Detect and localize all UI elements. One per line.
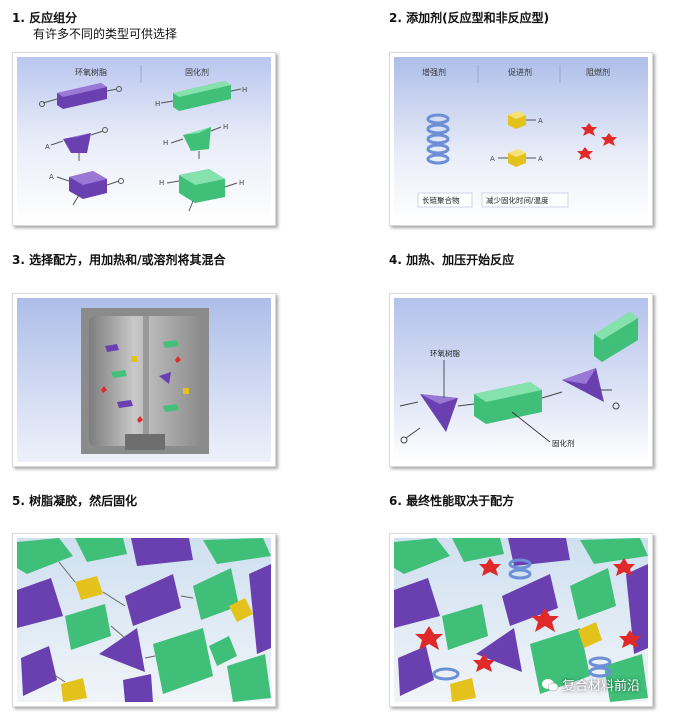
step-1-subtitle: 有许多不同的类型可供选择	[33, 27, 178, 41]
panel-final-properties: 复合材料前沿	[389, 533, 653, 707]
reacting-chain	[399, 312, 638, 444]
panel-mixing	[12, 293, 276, 467]
step-5-title: 5. 树脂凝胶，然后固化	[12, 494, 138, 508]
label-hardener: 固化剂	[185, 67, 209, 77]
accelerator-molecule-1: A	[508, 111, 543, 129]
wechat-icon	[541, 678, 558, 692]
resin-molecule-tetrafunctional: A	[49, 171, 124, 206]
step-3-title: 3. 选择配方，用加热和/或溶剂将其混合	[12, 253, 226, 267]
mixing-vessel	[81, 308, 209, 454]
label-reduce-cure-time: 减少固化时间/温度	[486, 195, 549, 205]
svg-text:A: A	[45, 143, 50, 151]
flame-retardant-molecules	[577, 123, 617, 160]
polymer-chain-spring	[426, 113, 450, 165]
cured-network	[17, 538, 271, 702]
label-reinforcer: 增强剂	[422, 67, 446, 77]
svg-text:A: A	[538, 155, 543, 163]
svg-text:H: H	[155, 100, 160, 108]
watermark-text: 复合材料前沿	[561, 679, 640, 694]
svg-text:A: A	[490, 155, 495, 163]
label-hardener-reacting: 固化剂	[552, 438, 575, 448]
label-accelerator: 促进剂	[508, 67, 532, 77]
mixture-molecules	[101, 340, 189, 423]
panel-gel-cure	[12, 533, 276, 707]
hardener-molecule-tetrafunctional: H H	[159, 169, 244, 212]
label-epoxy-resin: 环氧树脂	[75, 67, 107, 77]
final-network	[394, 538, 648, 702]
panel-reaction-start: 环氧树脂 固化剂	[389, 293, 653, 467]
hardener-molecule-linear: H H	[155, 81, 247, 111]
svg-text:H: H	[223, 123, 228, 131]
watermark: 复合材料前沿	[541, 675, 640, 694]
step-1-title: 1. 反应组分	[12, 11, 78, 25]
svg-text:A: A	[538, 117, 543, 125]
svg-text:H: H	[239, 179, 244, 187]
step-4-title: 4. 加热、加压开始反应	[389, 253, 515, 267]
svg-text:H: H	[163, 139, 168, 147]
resin-molecule-linear	[39, 83, 122, 109]
svg-text:A: A	[49, 173, 54, 181]
label-long-chain-polymer: 长链聚合物	[422, 195, 460, 205]
svg-text:H: H	[242, 86, 247, 94]
accelerator-molecule-2: A A	[490, 149, 543, 167]
step-6-title: 6. 最终性能取决于配方	[389, 494, 515, 508]
step-2-title: 2. 添加剂(反应型和非反应型)	[389, 11, 550, 25]
hardener-molecule-trifunctional: H H	[163, 123, 228, 159]
resin-molecule-trifunctional: A	[45, 127, 108, 161]
panel-additives: 增强剂 促进剂 阻燃剂 A A A	[389, 52, 653, 226]
svg-text:H: H	[159, 179, 164, 187]
label-flame-retardant: 阻燃剂	[586, 67, 610, 77]
panel-reaction-components: 环氧树脂 固化剂 H H A	[12, 52, 276, 226]
label-epoxy-resin-reacting: 环氧树脂	[430, 348, 460, 358]
